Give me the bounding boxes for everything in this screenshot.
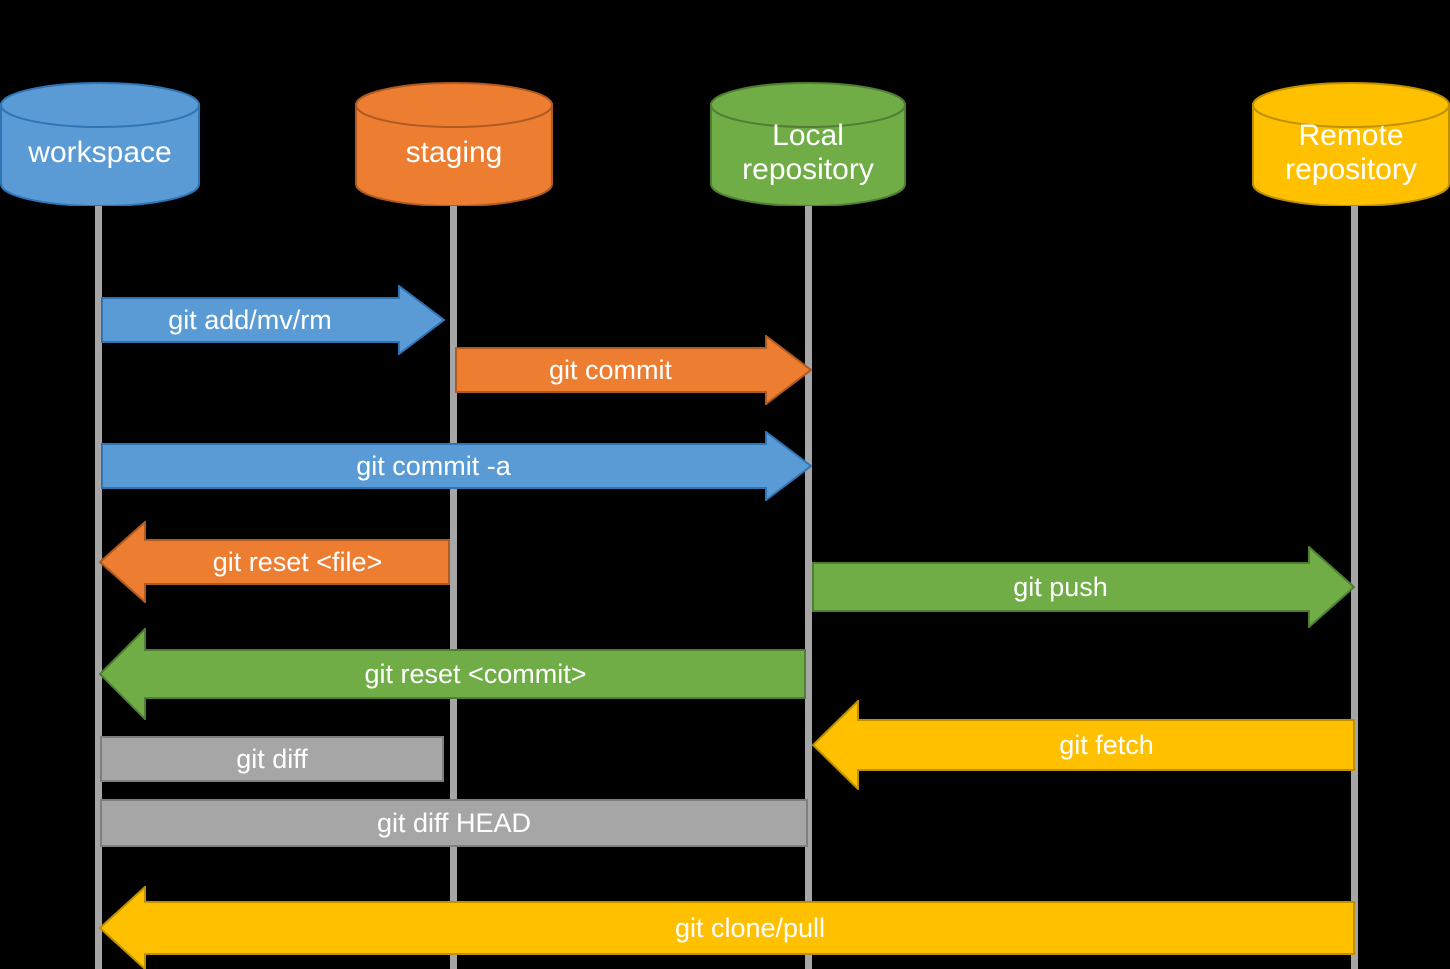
flow-git-diff[interactable]: git diff bbox=[100, 736, 444, 782]
arrow-left-icon bbox=[99, 521, 450, 603]
cylinder-icon bbox=[1252, 82, 1450, 206]
lifeline-local-repo bbox=[805, 200, 812, 969]
flow-git-push[interactable]: git push bbox=[812, 546, 1355, 628]
flow-git-clone-pull[interactable]: git clone/pull bbox=[99, 886, 1355, 969]
lifeline-workspace bbox=[95, 200, 102, 969]
arrow-left-icon bbox=[99, 886, 1355, 969]
flow-git-reset-file[interactable]: git reset <file> bbox=[99, 521, 450, 603]
arrow-right-icon bbox=[812, 546, 1355, 628]
flow-git-diff-head[interactable]: git diff HEAD bbox=[100, 799, 808, 847]
flow-git-add[interactable]: git add/mv/rm bbox=[101, 285, 445, 355]
node-workspace[interactable]: workspace bbox=[0, 82, 200, 206]
flow-git-commit[interactable]: git commit bbox=[455, 335, 812, 405]
node-staging[interactable]: staging bbox=[355, 82, 553, 206]
bar-shape bbox=[100, 799, 808, 847]
arrow-right-icon bbox=[455, 335, 812, 405]
flow-git-fetch[interactable]: git fetch bbox=[812, 700, 1355, 790]
lifeline-staging bbox=[450, 200, 457, 969]
node-local-repo[interactable]: Local repository bbox=[710, 82, 906, 206]
arrow-left-icon bbox=[812, 700, 1355, 790]
lifeline-remote-repo bbox=[1351, 200, 1358, 969]
arrow-right-icon bbox=[101, 431, 812, 501]
arrow-left-icon bbox=[99, 628, 806, 720]
cylinder-icon bbox=[0, 82, 200, 206]
flow-git-reset-commit[interactable]: git reset <commit> bbox=[99, 628, 806, 720]
cylinder-icon bbox=[355, 82, 553, 206]
arrow-right-icon bbox=[101, 285, 445, 355]
node-remote-repo[interactable]: Remote repository bbox=[1252, 82, 1450, 206]
cylinder-icon bbox=[710, 82, 906, 206]
bar-shape bbox=[100, 736, 444, 782]
flow-git-commit-a[interactable]: git commit -a bbox=[101, 431, 812, 501]
